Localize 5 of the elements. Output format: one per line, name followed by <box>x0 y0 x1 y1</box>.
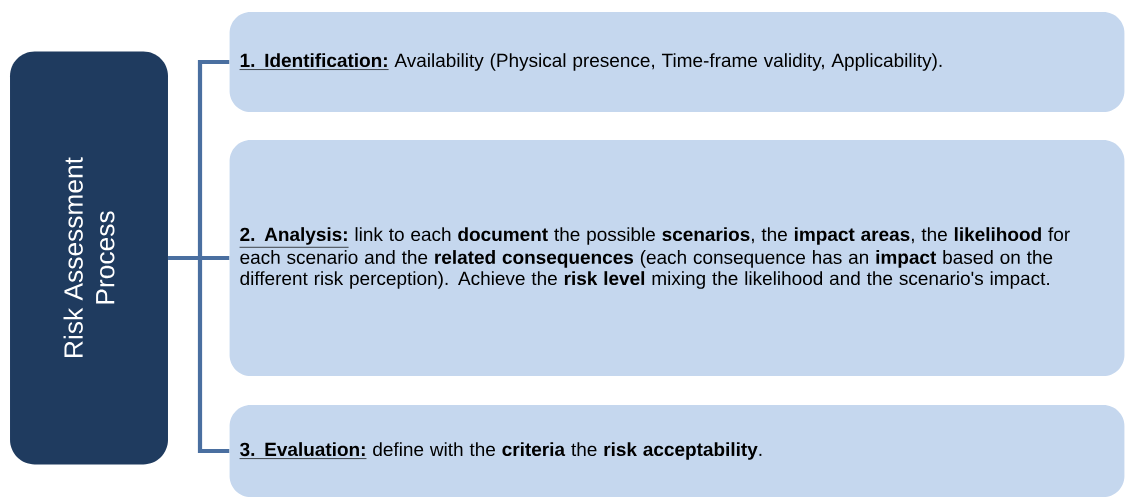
bracket-line <box>168 255 230 454</box>
step-box: 2. Analysis: link to each document the possible scenarios, the impact areas, the likelihood for each scenario and the related consequences (each consequence has an impact based on the different risk perception). Achieve the risk level mixing the likelihood and the scenario's impact. <box>229 140 1125 376</box>
process-box: Risk Assessment Process <box>10 51 168 465</box>
step-box: 1. Identification: Availability (Physical presence, Time-frame validity, Applicability). <box>229 12 1125 112</box>
step-box: 3. Evaluation: define with the criteria the risk acceptability. <box>229 405 1125 497</box>
